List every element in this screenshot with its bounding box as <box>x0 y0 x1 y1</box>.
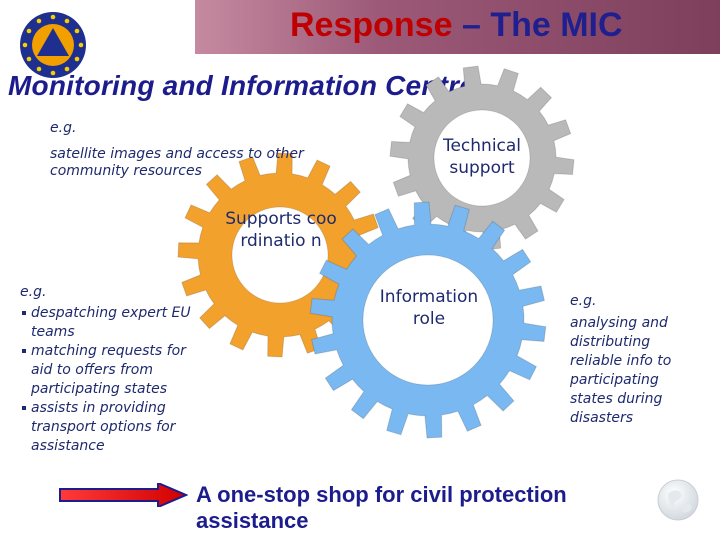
header-band <box>195 0 720 54</box>
information-role-gear <box>309 201 547 439</box>
slide-subtitle: Monitoring and Information Centre <box>8 70 476 101</box>
right-example: e.g. analysing and distributing reliable… <box>570 292 702 428</box>
civil-protection-logo-icon <box>20 12 86 78</box>
list-item: assists in providing transport options f… <box>20 399 202 456</box>
gear-hub <box>433 109 531 207</box>
gear-hub <box>231 206 329 304</box>
coordination-label: Supports coordinatio n <box>225 209 337 251</box>
right-arrow-icon <box>59 483 188 507</box>
footer-tagline: A one-stop shop for civil protection ass… <box>196 482 666 534</box>
left-example-list: e.g. despatching expert EU teams matchin… <box>20 283 202 456</box>
top-left-text: satellite images and access to other com… <box>50 146 304 179</box>
information-role-label: Information role <box>379 287 479 329</box>
right-text: analysing and distributing reliable info… <box>570 315 672 426</box>
technical-support-label: Technical support <box>442 136 522 178</box>
right-eg-label: e.g. <box>570 293 597 309</box>
top-left-example: e.g. satellite images and access to othe… <box>50 120 380 180</box>
technical-support-gear <box>389 65 575 251</box>
gear-hub <box>362 254 494 386</box>
globe-icon <box>657 479 699 521</box>
list-item: despatching expert EU teams <box>20 304 202 342</box>
footer-text: A one-stop shop for civil protection ass… <box>196 482 567 533</box>
left-eg-label: e.g. <box>20 284 47 300</box>
top-left-eg-label: e.g. <box>50 120 77 136</box>
list-item: matching requests for aid to offers from… <box>20 342 202 399</box>
slide-title: Response – The MIC <box>290 6 623 44</box>
